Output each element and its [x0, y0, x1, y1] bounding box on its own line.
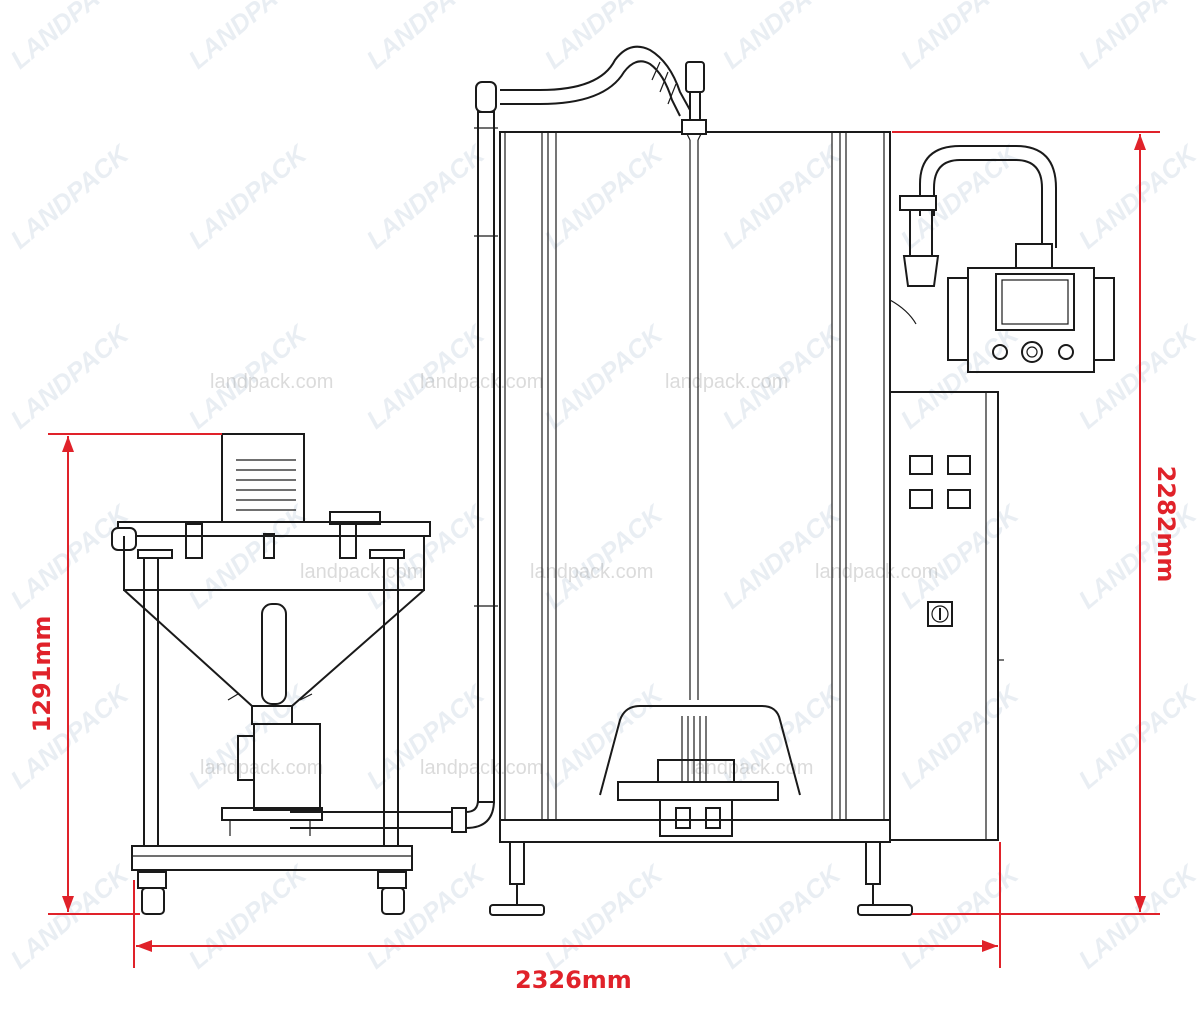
- watermark-brand: LANDPACK: [895, 0, 1026, 75]
- watermark-site: landpack.com: [300, 561, 423, 583]
- watermark-site: landpack.com: [530, 561, 653, 583]
- dimension-lines: [48, 131, 1160, 968]
- watermark-brand: LANDPACK: [1073, 0, 1200, 75]
- watermark-brand: LANDPACK: [183, 0, 314, 75]
- watermark-brand: LANDPACK: [1073, 318, 1200, 435]
- watermark-brand: LANDPACK: [539, 138, 670, 255]
- feeder-height-label: 1291mm: [28, 616, 56, 733]
- watermark-brand: LANDPACK: [361, 0, 492, 75]
- watermark-site: landpack.com: [420, 757, 543, 779]
- watermark-brand: LANDPACK: [5, 0, 136, 75]
- watermark-brand: LANDPACK: [1073, 678, 1200, 795]
- watermark-brand: LANDPACK: [895, 678, 1026, 795]
- watermark-brand: LANDPACK: [717, 858, 848, 975]
- watermark-brand: LANDPACK: [361, 138, 492, 255]
- watermark-brand: LANDPACK: [5, 318, 136, 435]
- watermark-site: landpack.com: [210, 371, 333, 393]
- screw-feeder: [111, 433, 431, 915]
- watermark-brand: LANDPACK: [539, 498, 670, 615]
- watermark-site: landpack.com: [420, 371, 543, 393]
- watermark-brand: LANDPACK: [5, 678, 136, 795]
- watermark-brand: LANDPACK: [183, 138, 314, 255]
- watermark-brand: LANDPACK: [1073, 138, 1200, 255]
- width-dimension-label: 2326mm: [515, 966, 632, 994]
- watermark-brand: LANDPACK: [539, 858, 670, 975]
- watermark-brand: LANDPACK: [183, 858, 314, 975]
- watermark-brand: LANDPACK: [895, 318, 1026, 435]
- watermark-site: landpack.com: [200, 757, 323, 779]
- electric-cabinet: [889, 145, 1115, 841]
- watermark-brand: LANDPACK: [717, 138, 848, 255]
- watermark-site: landpack.com: [690, 757, 813, 779]
- watermark-brand: LANDPACK: [717, 498, 848, 615]
- watermark-site: landpack.com: [665, 371, 788, 393]
- watermark-brand: LANDPACK: [5, 498, 136, 615]
- watermark-brand: LANDPACK: [717, 0, 848, 75]
- watermark-brand: LANDPACK: [895, 498, 1026, 615]
- watermark-brand: LANDPACK: [1073, 858, 1200, 975]
- tower-height-label: 2282mm: [1152, 466, 1180, 583]
- watermark-brand: LANDPACK: [5, 138, 136, 255]
- watermark-brand: LANDPACK: [5, 858, 136, 975]
- watermark-site: landpack.com: [815, 561, 938, 583]
- watermark-brand: LANDPACK: [895, 858, 1026, 975]
- main-tower: [420, 45, 913, 916]
- watermark-brand: LANDPACK: [539, 318, 670, 435]
